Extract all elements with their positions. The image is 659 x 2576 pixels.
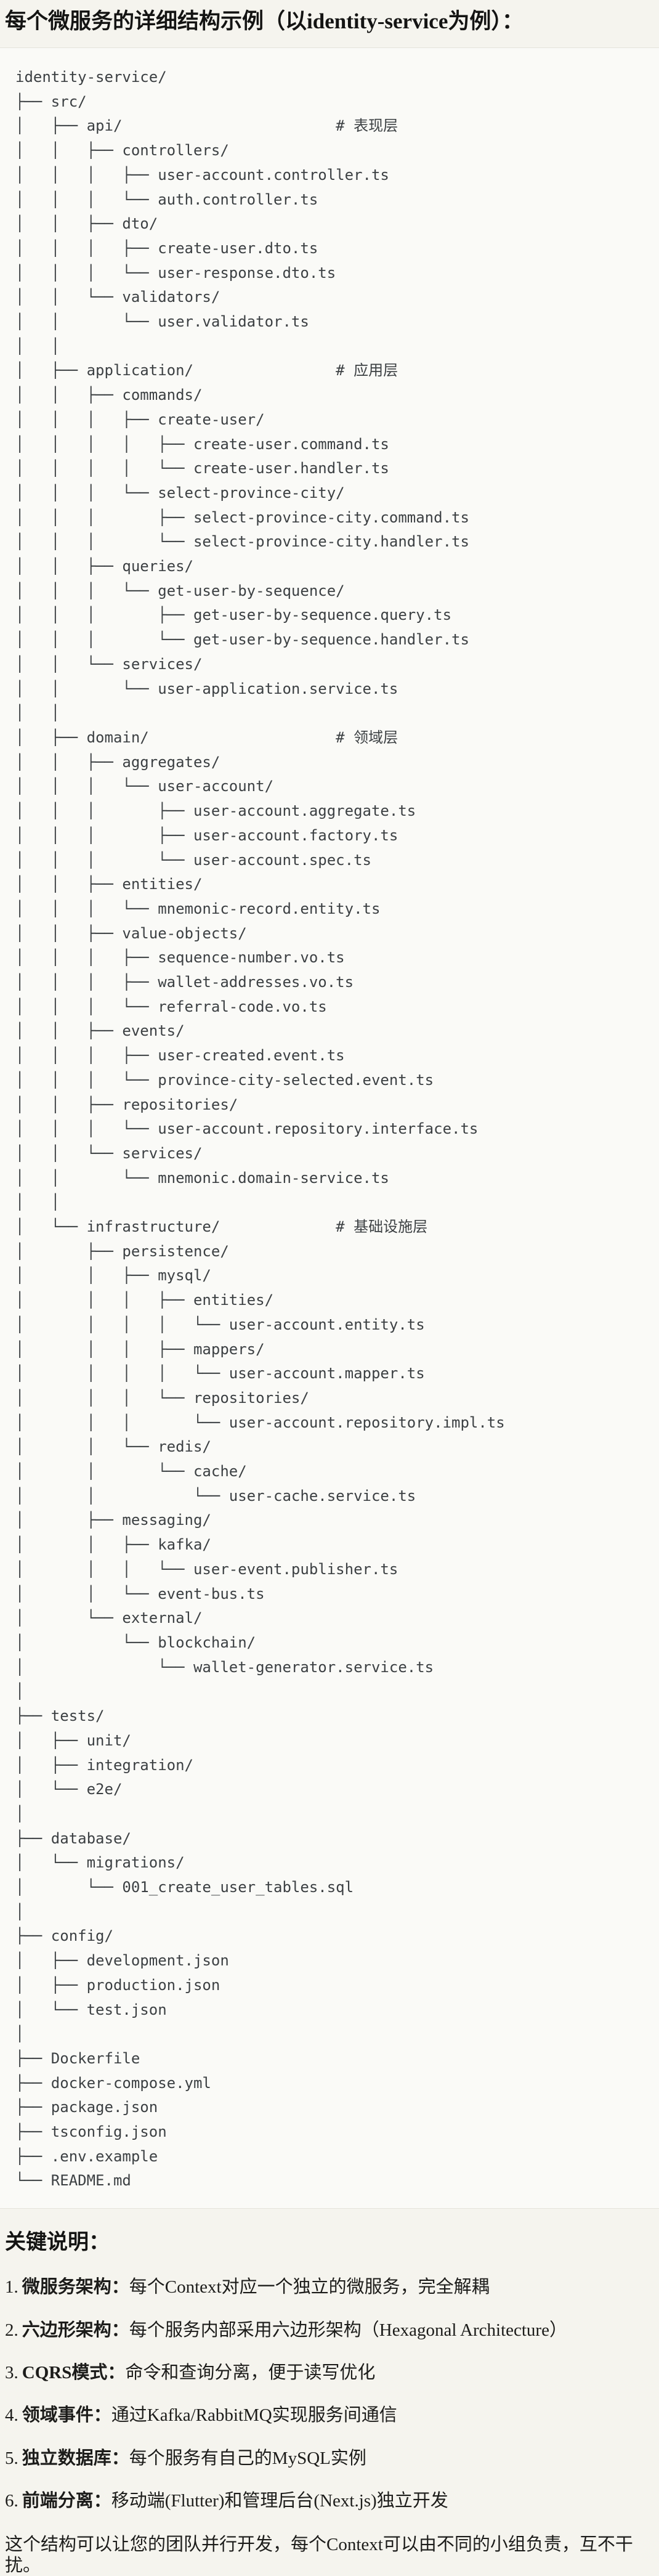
- note-colon: ：: [111, 2320, 129, 2340]
- note-colon: ：: [107, 2362, 126, 2383]
- note-desc: 每个Context对应一个独立的微服务，完全解耦: [129, 2277, 490, 2298]
- note-term: 独立数据库: [22, 2448, 111, 2468]
- note-item: 1.微服务架构：每个Context对应一个独立的微服务，完全解耦: [5, 2277, 654, 2298]
- note-number: 2.: [5, 2320, 18, 2340]
- notes-section: 关键说明： 1.微服务架构：每个Context对应一个独立的微服务，完全解耦 2…: [0, 2209, 659, 2576]
- header: 每个微服务的详细结构示例（以identity-service为例）：: [0, 0, 659, 47]
- note-item: 3.CQRS模式：命令和查询分离，便于读写优化: [5, 2363, 654, 2383]
- note-desc: 通过Kafka/RabbitMQ实现服务间通信: [111, 2405, 397, 2426]
- note-desc: 每个服务内部采用六边形架构（Hexagonal Architecture）: [129, 2320, 567, 2340]
- note-item: 6.前端分离：移动端(Flutter)和管理后台(Next.js)独立开发: [5, 2491, 654, 2511]
- note-number: 4.: [5, 2405, 18, 2426]
- code-block: identity-service/ ├── src/ │ ├── api/ # …: [0, 47, 659, 2209]
- note-colon: ：: [111, 2448, 129, 2468]
- notes-heading: 关键说明：: [5, 2231, 110, 2254]
- note-desc: 移动端(Flutter)和管理后台(Next.js)独立开发: [111, 2490, 448, 2511]
- notes-footer: 这个结构可以让您的团队并行开发，每个Context可以由不同的小组负责，互不干扰…: [5, 2535, 633, 2575]
- note-number: 6.: [5, 2490, 18, 2511]
- note-term: CQRS模式: [22, 2362, 108, 2383]
- note-number: 3.: [5, 2362, 18, 2383]
- note-colon: ：: [93, 2405, 111, 2426]
- notes-list: 1.微服务架构：每个Context对应一个独立的微服务，完全解耦 2.六边形架构…: [5, 2277, 654, 2511]
- note-item: 5.独立数据库：每个服务有自己的MySQL实例: [5, 2448, 654, 2469]
- note-term: 领域事件: [22, 2405, 94, 2426]
- note-term: 前端分离: [22, 2490, 94, 2511]
- directory-tree: identity-service/ ├── src/ │ ├── api/ # …: [15, 68, 505, 2190]
- note-item: 2.六边形架构：每个服务内部采用六边形架构（Hexagonal Architec…: [5, 2320, 654, 2341]
- note-desc: 每个服务有自己的MySQL实例: [129, 2448, 366, 2468]
- note-term: 六边形架构: [22, 2320, 111, 2340]
- page-title: 每个微服务的详细结构示例（以identity-service为例）：: [5, 9, 524, 33]
- note-item: 4.领域事件：通过Kafka/RabbitMQ实现服务间通信: [5, 2405, 654, 2426]
- note-colon: ：: [111, 2277, 129, 2298]
- note-colon: ：: [93, 2490, 111, 2511]
- note-desc: 命令和查询分离，便于读写优化: [125, 2362, 376, 2383]
- note-number: 1.: [5, 2277, 18, 2298]
- note-term: 微服务架构: [22, 2277, 111, 2298]
- note-number: 5.: [5, 2448, 18, 2468]
